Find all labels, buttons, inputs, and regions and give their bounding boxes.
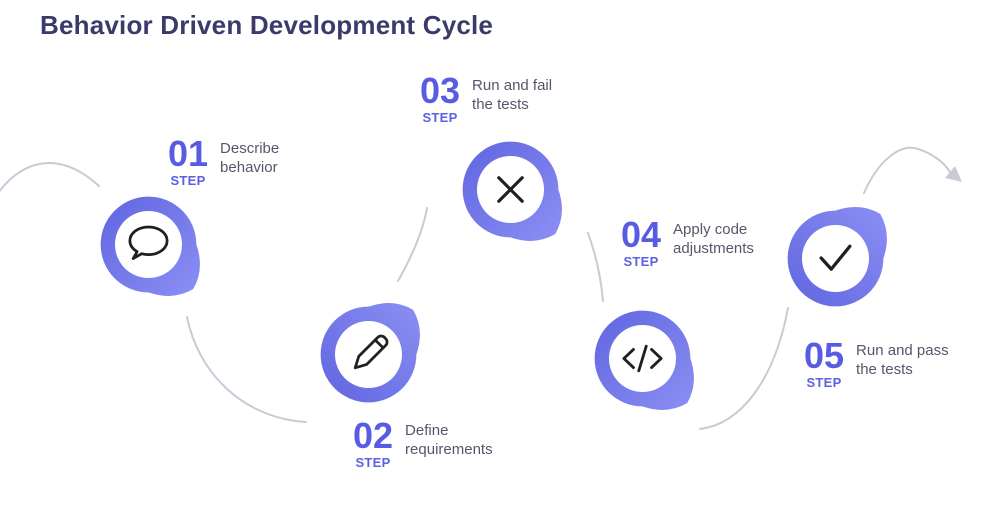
step-number-block: 02 STEP [353, 415, 394, 470]
step-label: STEP [170, 173, 206, 188]
pencil-icon [353, 334, 389, 370]
step-3-marker [462, 141, 562, 241]
step-description-line1: Apply code [673, 221, 748, 238]
curve-step1-step2 [186, 316, 307, 423]
intro-curve [0, 162, 100, 193]
exit-arrow-curve [863, 146, 951, 194]
step-description: Run and pass the tests [856, 338, 949, 379]
step-label: STEP [623, 254, 659, 269]
arrowhead-icon [945, 166, 962, 182]
step-description: Describe behavior [220, 136, 279, 177]
step-description: Run and fail the tests [472, 73, 552, 114]
step-description-line1: Run and pass [856, 342, 949, 359]
step-number-block: 05 STEP [804, 335, 845, 390]
step-label: STEP [422, 110, 458, 125]
step-label: STEP [355, 455, 391, 470]
step-number-block: 03 STEP [420, 70, 461, 125]
step-5-marker [787, 207, 887, 307]
step-description-line2: requirements [405, 441, 493, 458]
step-label: STEP [806, 375, 842, 390]
step-description-line1: Describe [220, 140, 280, 157]
page-title: Behavior Driven Development Cycle [40, 10, 494, 40]
cross-icon [497, 176, 524, 203]
step-number: 05 [804, 335, 845, 376]
step-number: 03 [420, 70, 461, 111]
step-number-block: 01 STEP [168, 133, 209, 188]
curve-step2-step3 [397, 207, 428, 282]
speech-bubble-icon [128, 225, 169, 260]
step-description-line2: the tests [472, 96, 529, 113]
step-3-info: 03 STEP Run and fail the tests [420, 70, 552, 125]
code-icon [622, 344, 663, 373]
curve-step3-step4 [587, 232, 604, 302]
step-4-marker [594, 310, 694, 410]
step-description-line1: Run and fail [472, 77, 553, 94]
step-1-info: 01 STEP Describe behavior [168, 133, 279, 188]
step-number: 02 [353, 415, 394, 456]
step-description-line2: the tests [856, 361, 913, 378]
step-description-line2: behavior [220, 159, 278, 176]
step-description-line2: adjustments [673, 240, 754, 257]
step-number: 01 [168, 133, 209, 174]
step-description: Define requirements [405, 418, 493, 459]
step-5-info: 05 STEP Run and pass the tests [804, 335, 949, 390]
step-1-marker [100, 196, 200, 296]
step-4-info: 04 STEP Apply code adjustments [621, 214, 754, 269]
step-2-marker [320, 303, 420, 403]
step-number: 04 [621, 214, 662, 255]
step-description: Apply code adjustments [673, 217, 754, 258]
step-number-block: 04 STEP [621, 214, 662, 269]
curve-step4-step5 [699, 307, 789, 430]
step-description-line1: Define [405, 422, 449, 439]
check-icon [819, 244, 852, 271]
step-2-info: 02 STEP Define requirements [353, 415, 493, 470]
